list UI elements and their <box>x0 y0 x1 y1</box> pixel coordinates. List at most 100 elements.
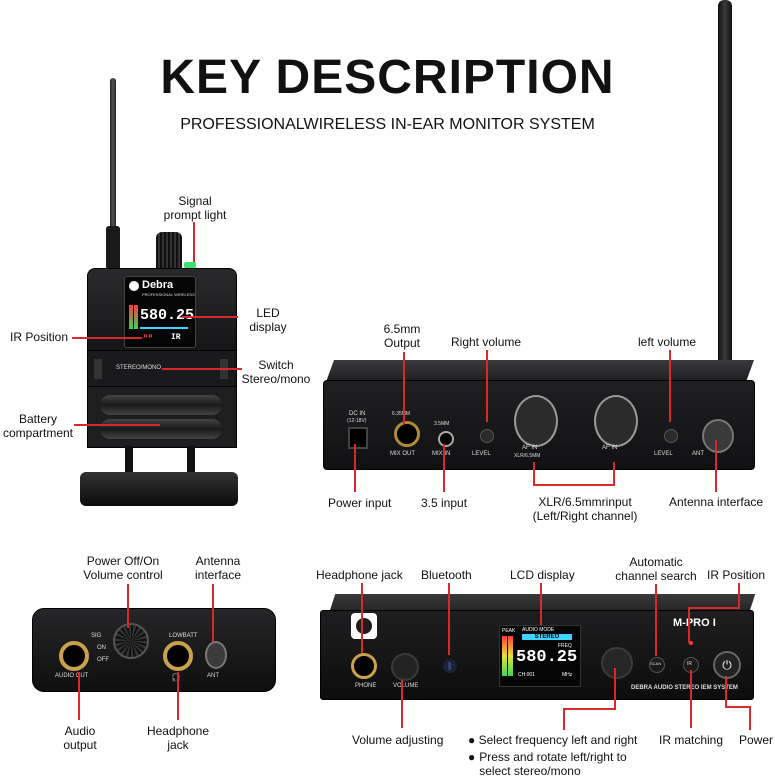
audio-out-jack[interactable] <box>59 641 89 671</box>
xlr-input-right[interactable] <box>514 395 558 447</box>
left-level-knob[interactable] <box>664 429 678 443</box>
callout-line-xlr-left <box>613 462 615 486</box>
system-name: DEBRA AUDIO STEREO IEM SYSTEM <box>631 685 738 691</box>
page-subtitle: PROFESSIONALWIRELESS IN-EAR MONITOR SYST… <box>180 116 595 133</box>
callout-line-headphone-jack <box>361 583 363 653</box>
dc-in-jack[interactable] <box>348 427 368 449</box>
af-in-r-text: AF IN <box>522 445 538 451</box>
label-headphone-jack: Headphone jack <box>316 568 403 582</box>
phone-text: PHONE <box>355 683 377 689</box>
mix-out-sub: 6.35MM <box>392 411 411 417</box>
callout-line-xlr-join <box>533 484 615 486</box>
label-antenna-top: Antenna interface <box>194 554 242 582</box>
bodypack-antenna <box>110 78 116 268</box>
callout-line-ir-position-v2 <box>688 607 690 643</box>
battery-compartment <box>87 386 237 448</box>
bodypack-frequency: 580.25 <box>140 307 195 324</box>
ant-text-back: ANT <box>692 451 704 457</box>
model-name: M-PRO I <box>673 617 716 629</box>
label-6-5mm-output: 6.5mm Output <box>383 322 421 350</box>
callout-line-auto-search <box>655 584 657 656</box>
callout-line-knob-v2 <box>563 708 565 730</box>
callout-line-bluetooth <box>448 583 450 655</box>
signal-light <box>184 262 196 268</box>
bodypack-brand-sub: PROFESSIONAL WIRELESS <box>142 292 195 297</box>
phone-jack-front[interactable] <box>351 653 377 679</box>
mix-in-jack[interactable] <box>438 431 454 447</box>
bodypack-screen: Debra PROFESSIONAL WIRELESS 580.25 »» IR <box>124 276 196 348</box>
audio-out-text: AUDIO OUT <box>55 673 89 679</box>
ant-text-top: ANT <box>207 673 219 679</box>
transmitter-top-surface <box>325 360 755 382</box>
callout-line-right-volume <box>486 350 488 422</box>
antenna-connector[interactable] <box>702 419 734 453</box>
label-auto-search: Automatic channel search <box>615 555 697 583</box>
headphone-jack-top[interactable] <box>163 641 193 671</box>
switch-label: STEREO/MONO <box>116 365 162 371</box>
volume-text: VOLUME <box>393 683 419 689</box>
on-text: ON <box>97 645 106 651</box>
label-volume-adjusting: Volume adjusting <box>352 733 444 747</box>
lcd-audio-mode: AUDIO MODE <box>522 627 555 633</box>
label-ir-matching: IR matching <box>659 733 724 747</box>
bullet-2-text: Press and rotate left/right to select st… <box>479 750 627 778</box>
callout-line-signal-light <box>193 222 195 262</box>
volume-knob-front[interactable] <box>391 653 419 681</box>
callout-line-audio-output <box>78 672 80 720</box>
ir-indicator-light <box>689 641 693 645</box>
callout-line-battery <box>74 424 160 426</box>
bullet-1: ● Select frequency left and right <box>468 733 648 747</box>
label-antenna-interface-back: Antenna interface <box>669 495 764 509</box>
level-r-text: LEVEL <box>472 451 491 457</box>
callout-line-left-volume <box>669 350 671 422</box>
bullet-dot-1: ● <box>468 733 479 747</box>
sig-text: SIG <box>91 633 102 639</box>
label-3-5-input: 3.5 input <box>421 496 468 510</box>
headphone-icon: 🎧 <box>171 673 181 682</box>
xlr-input-left[interactable] <box>594 395 638 447</box>
mix-out-jack[interactable] <box>394 421 420 447</box>
ir-arrows-icon: »» <box>143 332 153 341</box>
belt-clip <box>80 472 238 506</box>
label-ir-position-bodypack: IR Position <box>10 330 69 344</box>
bullet-1-text: Select frequency left and right <box>478 733 638 747</box>
lcd-freq-label: FREQ <box>558 643 572 649</box>
dc-in-text: DC IN <box>349 411 366 417</box>
right-level-knob[interactable] <box>480 429 494 443</box>
transmitter-lcd: PEAK AUDIO MODE STEREO FREQ 580.25 CH:00… <box>499 625 581 687</box>
power-volume-knob[interactable] <box>113 623 149 659</box>
antenna-connector-top[interactable] <box>205 641 227 669</box>
callout-line-knob-h <box>563 708 616 710</box>
scan-text: SCAN <box>650 661 662 666</box>
callout-line-ir-matching <box>690 670 692 728</box>
transmitter-back-panel: DC IN (12-18V) 6.35MM MIX OUT 3.5MM MIX … <box>323 380 755 470</box>
mix-in-text: MIX IN <box>432 451 451 457</box>
callout-line-power-volume <box>127 584 129 628</box>
label-right-volume: Right volume <box>451 335 522 349</box>
label-switch: Switch Stereo/mono <box>241 358 311 386</box>
label-left-volume: left volume <box>638 335 697 349</box>
off-text: OFF <box>97 657 109 663</box>
bullet-2: ●Press and rotate left/right to select s… <box>468 750 648 778</box>
callout-line-output <box>403 352 405 424</box>
mix-in-sub: 3.5MM <box>434 421 450 427</box>
scan-button[interactable] <box>649 657 665 673</box>
label-xlr-input: XLR/6.5mmrinput (Left/Right channel) <box>532 495 638 523</box>
callout-line-power-h <box>725 706 751 708</box>
label-bluetooth: Bluetooth <box>421 568 472 582</box>
af-in-l-text: AF IN <box>602 445 618 451</box>
power-button-icon[interactable]: ⏻ <box>713 651 741 679</box>
ir-text-front: IR <box>687 661 692 667</box>
label-led-display: LED display <box>249 306 287 334</box>
label-power-volume: Power Off/On Volume control <box>83 554 163 582</box>
brand-logo-icon <box>351 613 377 639</box>
bodypack-ir-text: IR <box>171 333 181 342</box>
frequency-select-knob[interactable] <box>601 647 633 679</box>
lcd-channel: CH:001 <box>518 672 535 678</box>
callout-line-xlr-right <box>533 462 535 486</box>
bodypack-volume-knob[interactable] <box>156 232 182 268</box>
dc-in-sub: (12-18V) <box>347 418 367 424</box>
transmitter-front-panel: PHONE VOLUME ᛒ PEAK AUDIO MODE STEREO FR… <box>320 610 754 700</box>
bodypack-brand: Debra <box>142 279 174 291</box>
label-power-front: Power <box>739 733 774 747</box>
